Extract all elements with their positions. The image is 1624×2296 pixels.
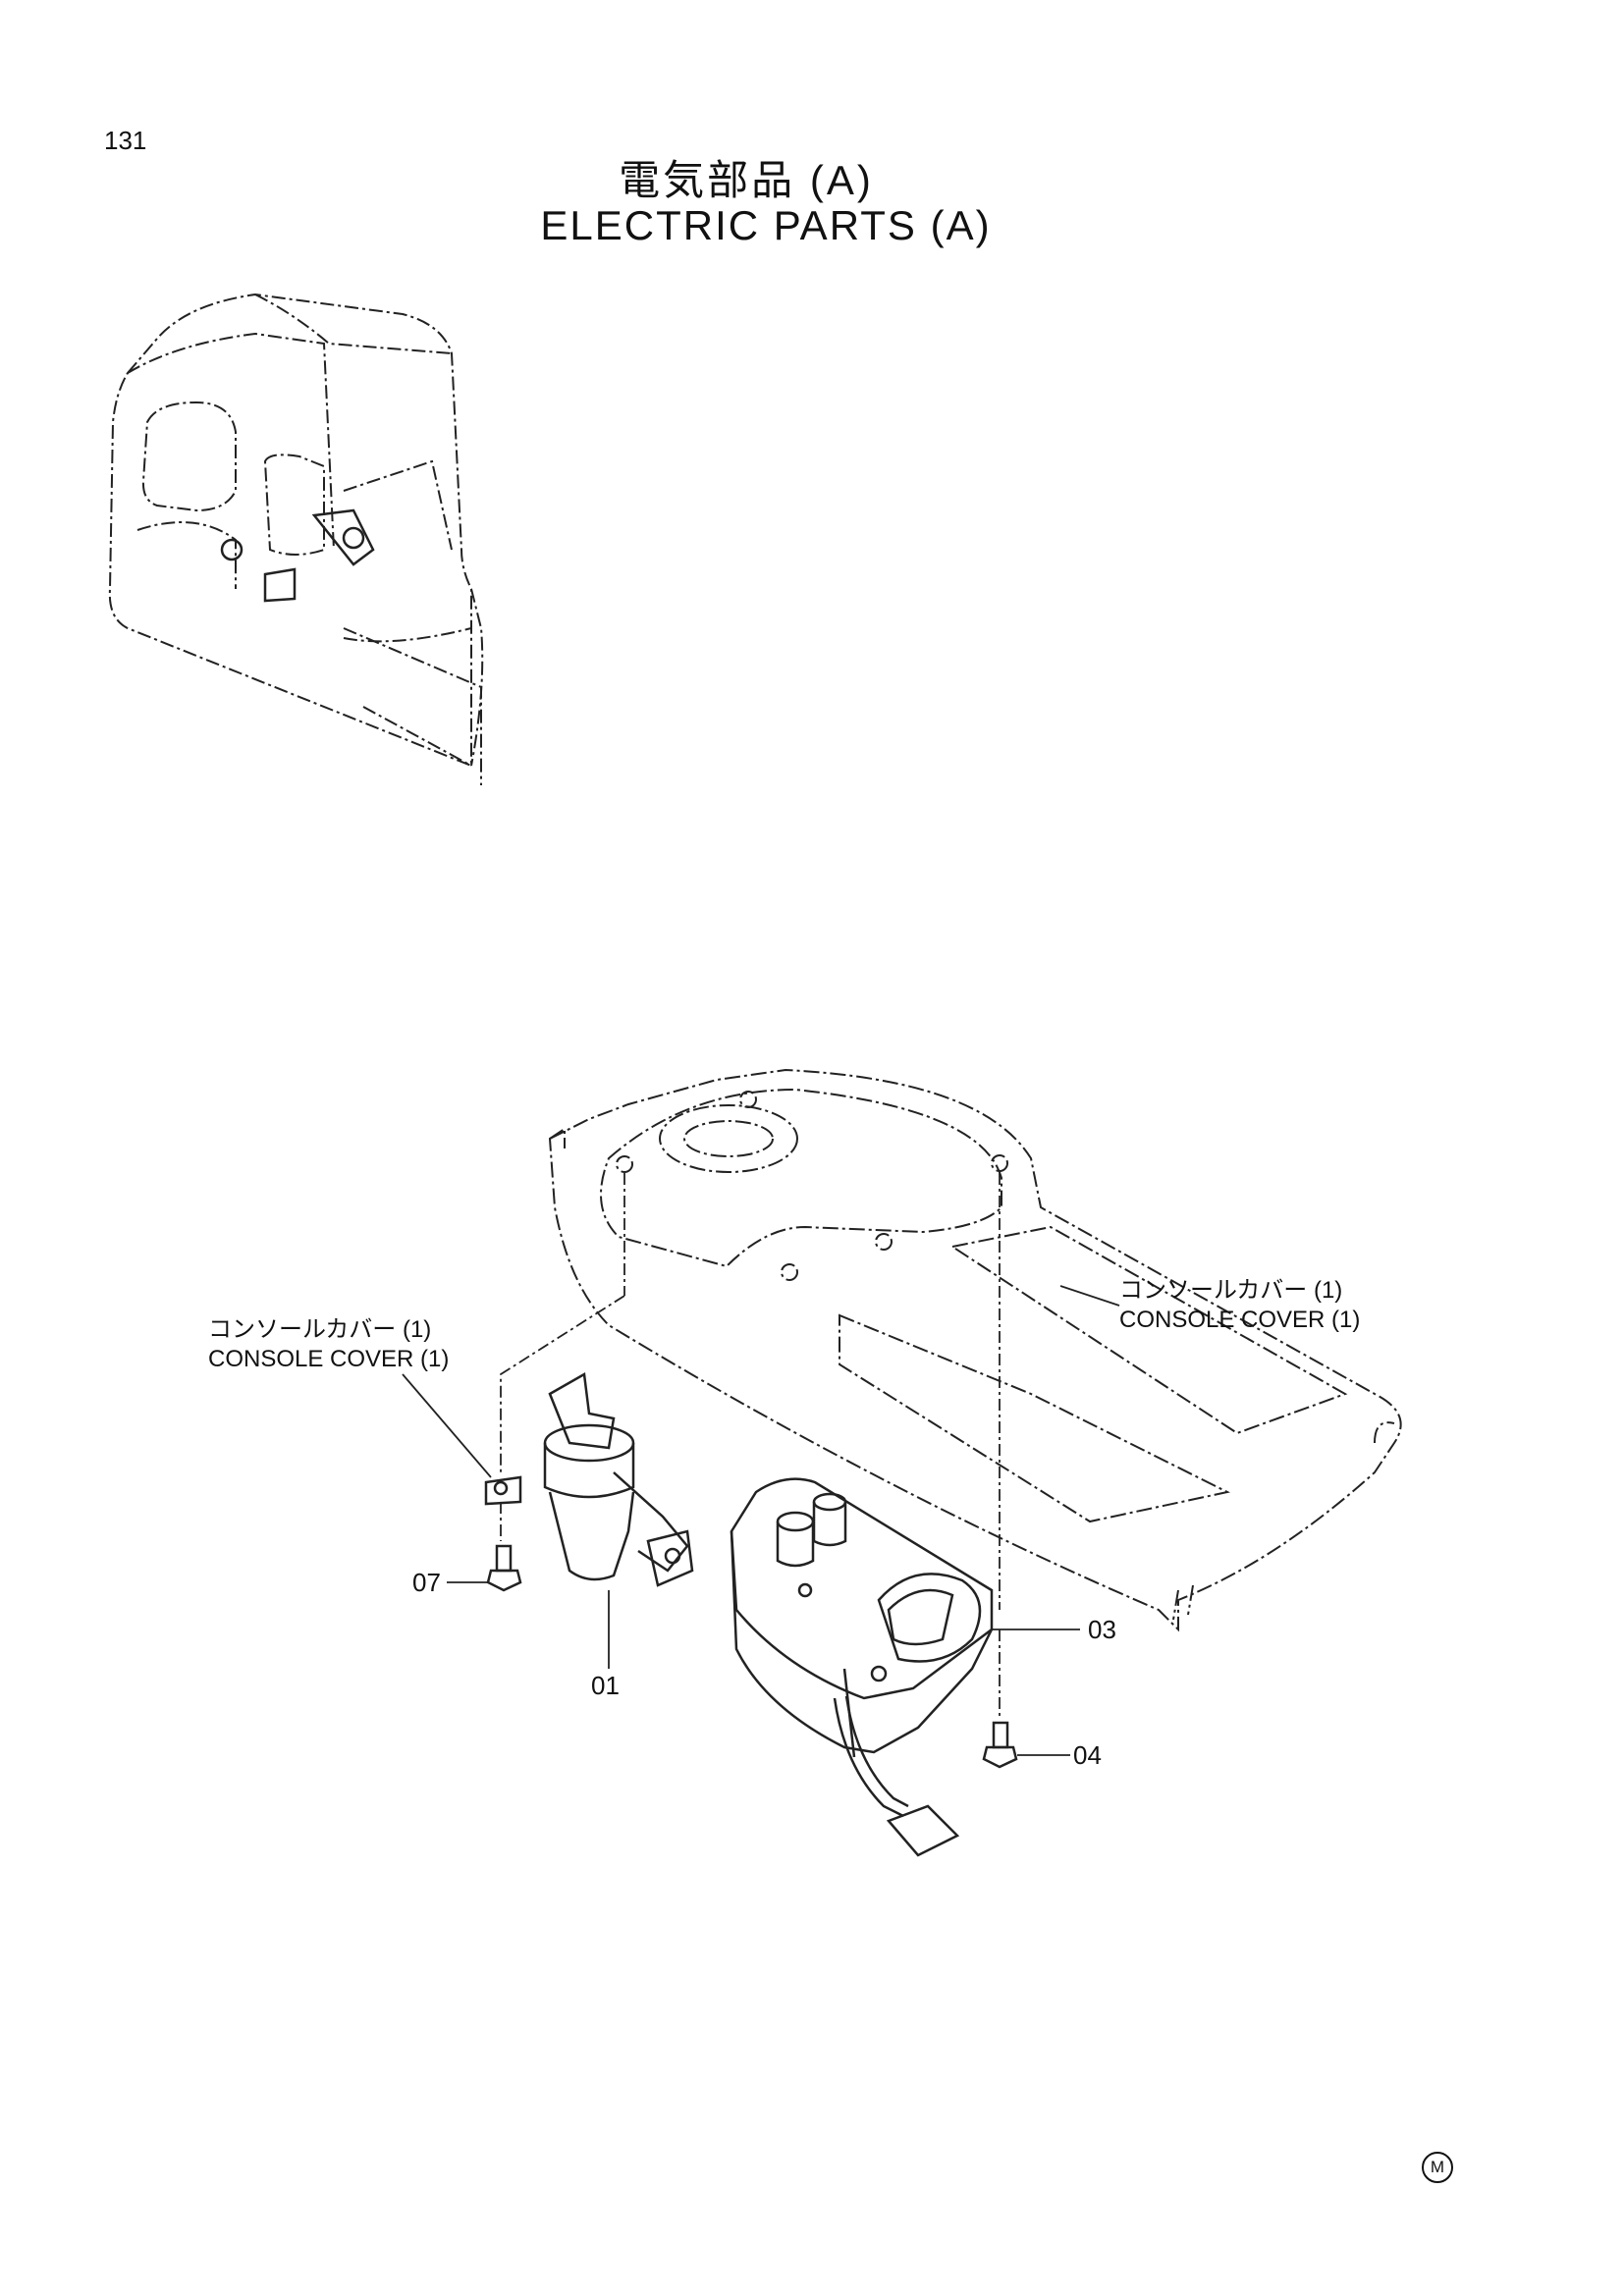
callout-left-japanese: コンソールカバー (1) bbox=[208, 1316, 432, 1343]
cab-console-detail-icon bbox=[220, 508, 375, 603]
page-number: 131 bbox=[104, 126, 147, 155]
part-number-07: 07 bbox=[412, 1568, 441, 1597]
callout-left-english: CONSOLE COVER (1) bbox=[208, 1346, 450, 1372]
part-number-01: 01 bbox=[591, 1671, 620, 1700]
callout-right-english: CONSOLE COVER (1) bbox=[1119, 1307, 1361, 1333]
leader-lines bbox=[402, 1285, 1120, 1756]
callout-console-cover-left: コンソールカバー (1) CONSOLE COVER (1) bbox=[208, 1315, 449, 1374]
page-title-english: ELECTRIC PARTS (A) bbox=[540, 202, 992, 248]
callout-right-japanese: コンソールカバー (1) bbox=[1119, 1277, 1343, 1304]
console-cover-illustration bbox=[548, 1068, 1402, 1632]
registered-mark: M bbox=[1422, 2152, 1453, 2183]
cab-illustration bbox=[108, 293, 484, 785]
page-title-japanese: 電気部品 (A) bbox=[619, 157, 874, 203]
key-switch-illustration bbox=[484, 1371, 694, 1587]
assembly-lines bbox=[500, 1173, 1001, 1718]
bolt-icon bbox=[486, 1544, 1018, 1769]
callout-console-cover-right: コンソールカバー (1) CONSOLE COVER (1) bbox=[1119, 1276, 1360, 1335]
part-number-04: 04 bbox=[1073, 1740, 1102, 1770]
control-dial-unit-illustration bbox=[730, 1477, 994, 1857]
part-number-03: 03 bbox=[1088, 1615, 1116, 1644]
